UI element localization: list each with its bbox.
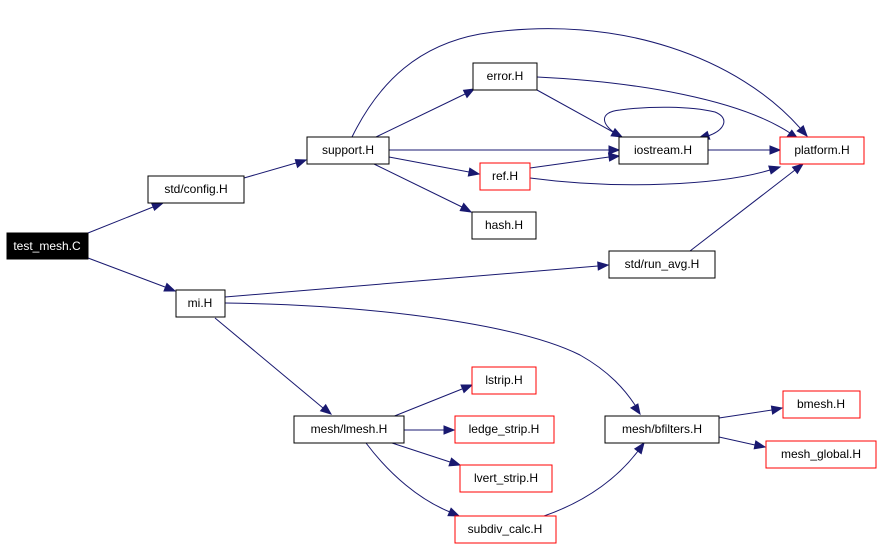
- node-support-h[interactable]: support.H: [306, 136, 390, 165]
- node-test-mesh-c[interactable]: test_mesh.C: [6, 232, 89, 260]
- node-std-run-avg-h[interactable]: std/run_avg.H: [608, 250, 716, 279]
- node-label: lstrip.H: [485, 373, 522, 387]
- arrowhead-icon: [791, 163, 805, 175]
- edge-mi-to-lmesh: [214, 317, 324, 409]
- arrowhead-icon: [319, 403, 333, 415]
- arrowhead-icon: [443, 425, 456, 435]
- arrowhead-icon: [597, 261, 610, 271]
- arrowhead-icon: [768, 165, 782, 175]
- node-hash-h[interactable]: hash.H: [471, 211, 537, 240]
- arrowhead-icon: [629, 403, 641, 416]
- edge-error-to-platform: [536, 76, 791, 134]
- arrowhead-icon: [607, 152, 621, 162]
- node-subdiv-calc-h[interactable]: subdiv_calc.H: [454, 515, 557, 544]
- node-label: mesh/lmesh.H: [311, 422, 388, 436]
- arrowhead-icon: [460, 384, 474, 394]
- node-std-config-h[interactable]: std/config.H: [147, 175, 245, 204]
- edge-subdiv_calc-to-bfilters: [543, 450, 639, 517]
- edge-bfilters-to-mesh_global: [718, 436, 756, 446]
- edge-run_avg-to-platform: [689, 169, 796, 252]
- node-label: platform.H: [794, 143, 849, 157]
- arrowhead-icon: [770, 405, 784, 415]
- node-mesh-bfilters-h[interactable]: mesh/bfilters.H: [604, 415, 720, 444]
- node-ref-h[interactable]: ref.H: [479, 162, 531, 191]
- edge-lmesh-to-lvert_strip: [391, 442, 451, 463]
- node-label: hash.H: [485, 218, 523, 232]
- edge-support-to-platform: [351, 28, 801, 138]
- node-label: mesh_global.H: [781, 447, 861, 461]
- node-bmesh-h[interactable]: bmesh.H: [782, 390, 861, 419]
- node-label: std/config.H: [164, 182, 227, 196]
- node-label: mesh/bfilters.H: [622, 422, 702, 436]
- edge-ref-to-platform: [529, 169, 771, 186]
- node-label: ref.H: [492, 169, 518, 183]
- edge-lmesh-to-subdiv_calc: [365, 442, 451, 513]
- edge-lmesh-to-lstrip: [391, 388, 463, 418]
- arrowhead-icon: [163, 282, 177, 292]
- node-lstrip-h[interactable]: lstrip.H: [471, 366, 537, 395]
- node-error-h[interactable]: error.H: [472, 62, 538, 91]
- graph-nodes: test_mesh.C std/config.H support.H error…: [6, 62, 877, 544]
- node-label: iostream.H: [634, 143, 692, 157]
- edge-test_mesh-to-mi: [87, 257, 166, 288]
- arrowhead-icon: [796, 124, 808, 138]
- arrowhead-icon: [150, 202, 165, 212]
- node-label: bmesh.H: [797, 397, 845, 411]
- edge-iostream-self-loop: [604, 106, 725, 138]
- node-label: error.H: [487, 69, 524, 83]
- node-label: std/run_avg.H: [625, 257, 700, 271]
- arrowhead-icon: [462, 88, 476, 99]
- arrowhead-icon: [769, 145, 782, 155]
- arrowhead-icon: [633, 441, 645, 455]
- edge-bfilters-to-bmesh: [718, 409, 773, 419]
- node-mi-h[interactable]: mi.H: [175, 289, 226, 318]
- node-label: mi.H: [188, 296, 213, 310]
- node-label: support.H: [322, 143, 374, 157]
- node-mesh-lmesh-h[interactable]: mesh/lmesh.H: [293, 415, 405, 444]
- arrowhead-icon: [447, 507, 461, 517]
- node-label: ledge_strip.H: [469, 422, 540, 436]
- arrowhead-icon: [459, 202, 473, 213]
- node-ledge-strip-h[interactable]: ledge_strip.H: [454, 415, 555, 444]
- node-label: lvert_strip.H: [474, 471, 538, 485]
- arrowhead-icon: [608, 145, 621, 155]
- node-platform-h[interactable]: platform.H: [779, 136, 865, 165]
- arrowhead-icon: [753, 440, 767, 450]
- edge-ref-to-iostream: [529, 156, 610, 169]
- node-label: test_mesh.C: [13, 239, 81, 253]
- edge-error-to-iostream: [536, 89, 614, 133]
- edge-test_mesh-to-std_config: [87, 206, 154, 234]
- edge-support-to-error: [375, 93, 466, 138]
- arrowhead-icon: [294, 159, 308, 169]
- graph-edges: [87, 28, 808, 517]
- node-label: subdiv_calc.H: [468, 522, 543, 536]
- arrowhead-icon: [467, 167, 481, 177]
- edge-mi-to-run_avg: [224, 265, 599, 298]
- edge-support-to-hash: [373, 163, 463, 208]
- edge-mi-to-bfilters: [224, 302, 636, 406]
- edge-std_config-to-support: [243, 162, 297, 179]
- node-mesh-global-h[interactable]: mesh_global.H: [765, 440, 877, 469]
- arrowhead-icon: [448, 457, 462, 467]
- edge-support-to-ref: [388, 156, 470, 173]
- node-lvert-strip-h[interactable]: lvert_strip.H: [459, 464, 553, 493]
- node-iostream-h[interactable]: iostream.H: [618, 136, 709, 165]
